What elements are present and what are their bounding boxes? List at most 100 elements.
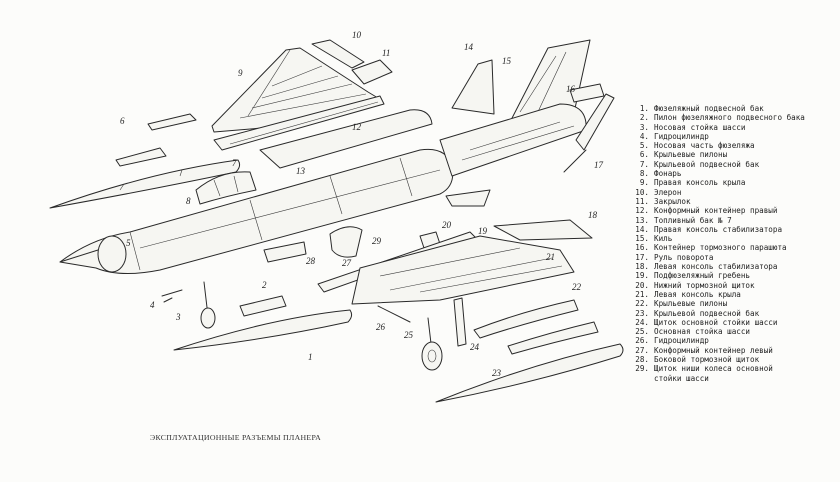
legend-number: 29. [635, 364, 649, 374]
legend-item: 14.Правая консоль стабилизатора [628, 225, 805, 234]
legend-text: Правая консоль крыла [654, 178, 746, 188]
legend-item: 13. Топливный бак № 7 [628, 216, 805, 225]
wing-drop-tank-right [49, 159, 241, 209]
legend-number: 6. [639, 150, 649, 160]
legend-number: 27. [635, 345, 649, 355]
wing-pylons-right [115, 113, 197, 167]
legend-item: 11. Закрылок [628, 197, 805, 206]
nose-landing-gear [200, 281, 216, 329]
callout-2: 2 [262, 280, 267, 290]
legend-number: 7. [639, 159, 649, 169]
legend-number: 13. [635, 215, 649, 225]
legend-text: Боковой тормозной щиток [654, 355, 760, 365]
callout-4: 4 [150, 300, 155, 310]
legend-item: 28.Боковой тормозной щиток [628, 355, 805, 364]
parts-legend: 1. Фюзеляжный подвесной бак 2. Пилон фюзеля… [628, 104, 805, 383]
legend-text: Нижний тормозной щиток [654, 280, 755, 290]
legend-item: 18. Левая консоль стабилизатора [628, 262, 805, 271]
legend-text: Топливный бак № 7 [654, 215, 732, 225]
legend-number: 19. [635, 271, 649, 281]
legend-text: Крыльевой подвесной бак [654, 159, 760, 169]
legend-item: 6. Крыльевые пилоны [628, 150, 805, 159]
callout-24: 24 [470, 342, 480, 352]
aileron [311, 39, 365, 69]
legend-number: 8. [639, 169, 649, 179]
right-conformal-container [213, 95, 385, 151]
right-stabilizer [451, 59, 495, 115]
legend-number: 1. [639, 104, 649, 113]
legend-text: Носовая часть фюзеляжа [654, 141, 755, 151]
legend-item: 15.Киль [628, 234, 805, 243]
callout-17: 17 [594, 160, 604, 170]
legend-item-continuation: стойки шасси [654, 373, 709, 383]
legend-item: 9. Правая консоль крыла [628, 178, 805, 187]
callout-14: 14 [464, 42, 474, 52]
callout-10: 10 [352, 30, 362, 40]
legend-number: 15. [635, 234, 649, 244]
callout-22: 22 [572, 282, 582, 292]
legend-number: 18. [635, 262, 649, 272]
legend-text: Пилон фюзеляжного подвесного бака [654, 113, 805, 123]
legend-text: Подфюзеляжный гребень [654, 271, 751, 281]
callout-25: 25 [404, 330, 414, 340]
callout-11: 11 [382, 48, 390, 58]
legend-text: Основная стойка шасси [654, 327, 751, 337]
fuel-tank-7 [259, 109, 433, 169]
callout-28: 28 [306, 256, 316, 266]
legend-text: Гидроцилиндр [654, 336, 709, 346]
legend-number: 10. [635, 187, 649, 197]
legend-text: Руль поворота [654, 252, 714, 262]
rudder [563, 93, 615, 173]
legend-item: 29.Щиток ниши колеса основной [628, 364, 805, 373]
callout-18: 18 [588, 210, 598, 220]
legend-text: Левая консоль стабилизатора [654, 262, 778, 272]
left-stabilizer [493, 219, 593, 241]
legend-item: 27.Конформный контейнер левый [628, 346, 805, 355]
legend-number: 23. [635, 308, 649, 318]
hydraulic-cylinder-nose [161, 289, 183, 303]
legend-item: 17.Руль поворота [628, 253, 805, 262]
callout-12: 12 [352, 122, 362, 132]
legend-item: 24.Щиток основной стойки шасси [628, 318, 805, 327]
side-brake-flap [263, 241, 307, 263]
legend-text: Крыльевые пилоны [654, 150, 728, 160]
legend-number: 11. [635, 196, 649, 206]
main-gear-door [453, 297, 467, 347]
callout-7: 7 [232, 158, 237, 168]
callout-23: 23 [492, 368, 502, 378]
legend-text: Фонарь [654, 169, 682, 179]
callout-19: 19 [478, 226, 488, 236]
main-landing-gear [421, 317, 443, 371]
callout-numbers: 1 2 3 4 5 6 7 8 9 10 11 12 13 14 15 16 1… [120, 30, 604, 378]
legend-item: 23. Крыльевой подвесной бак [628, 309, 805, 318]
legend-number: 20. [635, 280, 649, 290]
callout-8: 8 [186, 196, 191, 206]
hydraulic-cylinder-main [377, 305, 411, 323]
callout-20: 20 [442, 220, 452, 230]
legend-item: 22.Крыльевые пилоны [628, 299, 805, 308]
flap [351, 59, 393, 85]
legend-number: 9. [639, 178, 649, 188]
legend-number: 26. [635, 336, 649, 346]
callout-26: 26 [376, 322, 386, 332]
legend-text: Фюзеляжный подвесной бак [654, 104, 764, 113]
rear-fuselage [439, 103, 587, 177]
legend-text: Носовая стойка шасси [654, 122, 746, 132]
diagram-caption: ЭКСПЛУАТАЦИОННЫЕ РАЗЪЕМЫ ПЛАНЕРА [150, 433, 322, 442]
callout-15: 15 [502, 56, 512, 66]
legend-item: 4.Гидроцилиндр [628, 132, 805, 141]
legend-text: Закрылок [654, 196, 691, 206]
legend-text: Крыльевой подвесной бак [654, 308, 760, 318]
legend-item: 16.Контейнер тормозного парашюта [628, 243, 805, 252]
wing-pylons-left [473, 299, 599, 355]
legend-number: 3. [639, 122, 649, 132]
legend-number: 4. [639, 131, 649, 141]
legend-item: 19. Подфюзеляжный гребень [628, 271, 805, 280]
brake-chute-container [569, 83, 605, 103]
legend-number: 14. [635, 224, 649, 234]
callout-6: 6 [120, 116, 125, 126]
callout-1: 1 [308, 352, 313, 362]
legend-number: 2. [639, 113, 649, 123]
